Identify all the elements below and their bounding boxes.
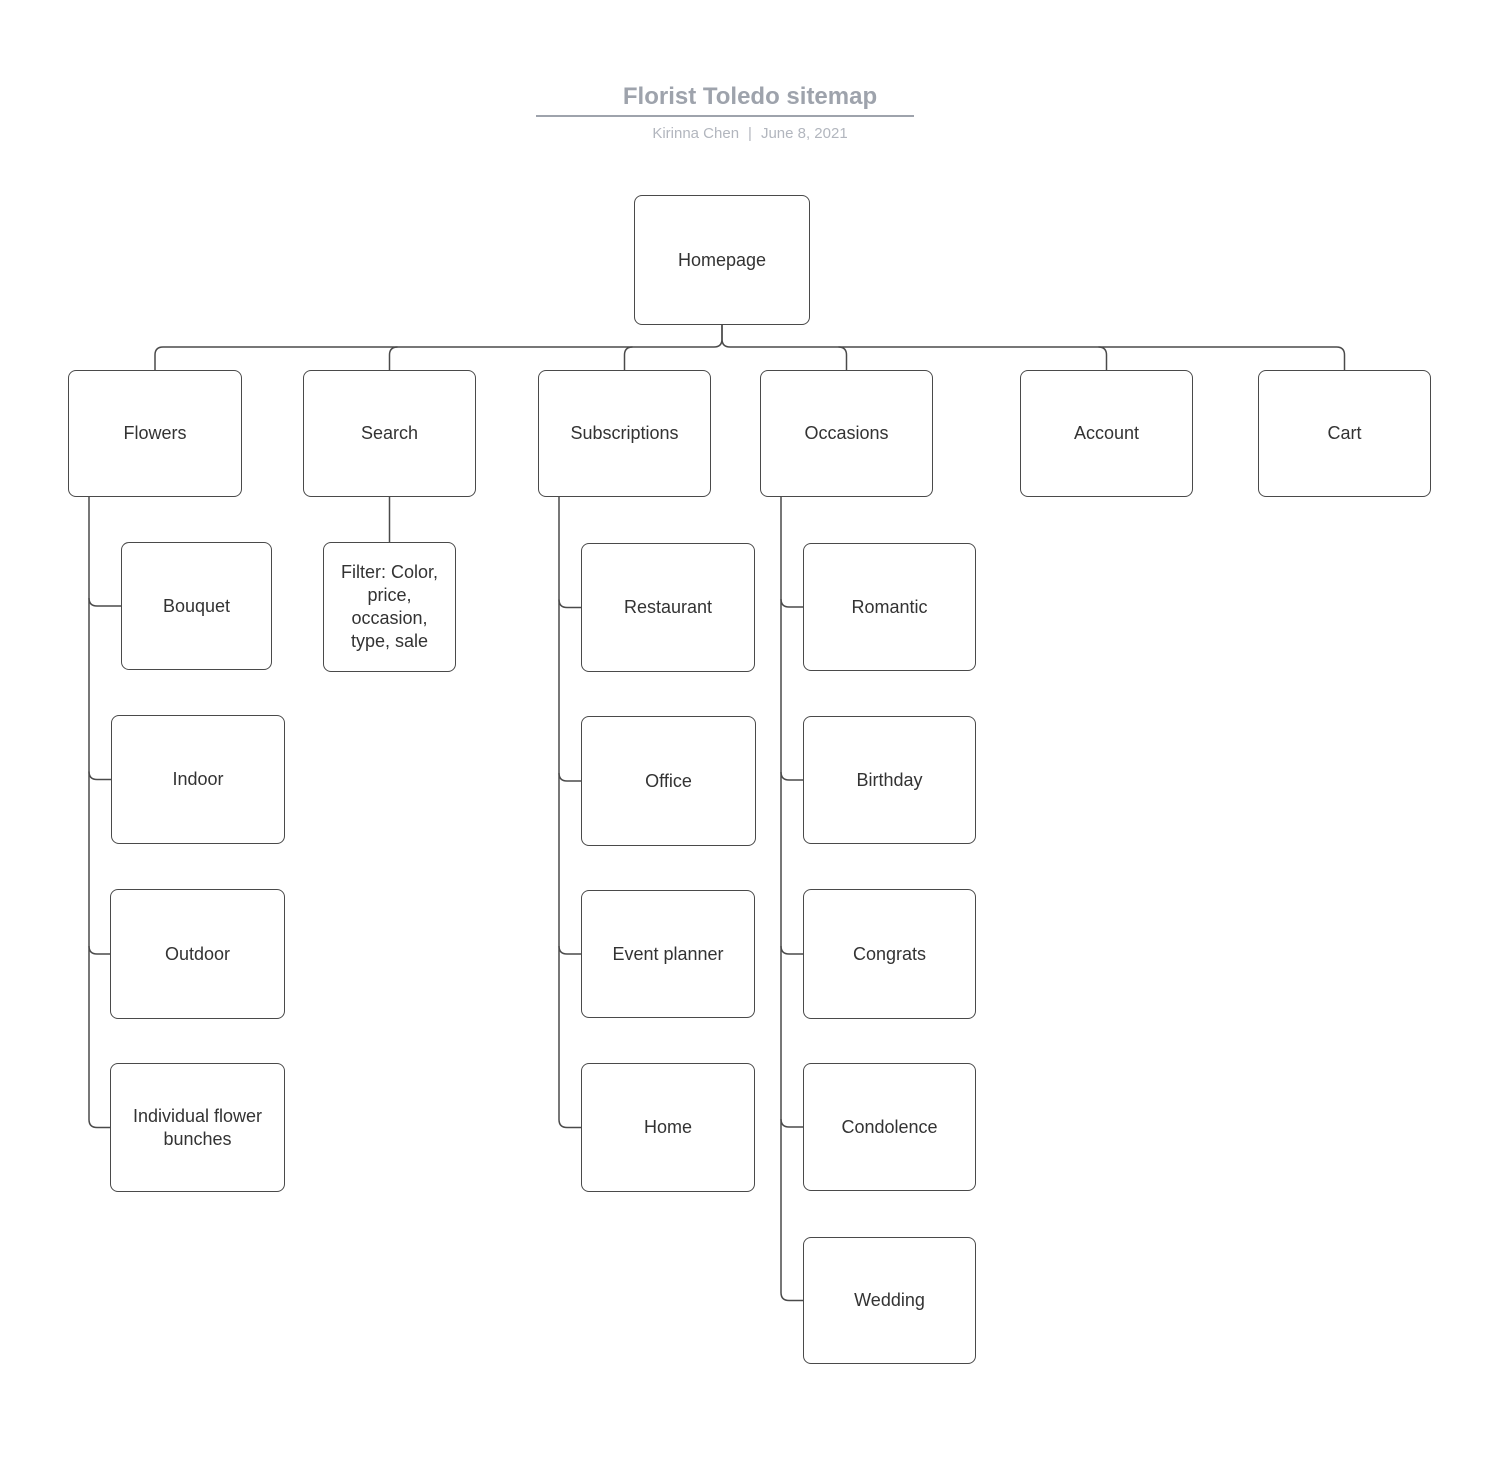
connector-path <box>838 346 848 370</box>
node-office: Office <box>581 716 756 846</box>
node-flowers: Flowers <box>68 370 242 497</box>
node-label: Indoor <box>172 769 224 789</box>
node-condolence: Condolence <box>803 1063 976 1191</box>
node-subscriptions: Subscriptions <box>538 370 711 497</box>
connector-path <box>88 497 110 1129</box>
node-label: Account <box>1073 423 1140 443</box>
connector-path <box>558 945 581 955</box>
node-congrats: Congrats <box>803 889 976 1019</box>
node-label: Bouquet <box>162 595 231 616</box>
node-label: Occasions <box>804 423 889 443</box>
connector-path <box>780 1118 803 1128</box>
connector-path <box>558 599 581 609</box>
node-label: Cart <box>1327 423 1362 443</box>
node-outdoor: Outdoor <box>110 889 285 1019</box>
connector-path <box>88 597 121 607</box>
node-label: Restaurant <box>623 597 713 617</box>
node-bouquet: Bouquet <box>121 542 272 670</box>
node-label: Birthday <box>856 769 923 790</box>
node-occasions: Occasions <box>760 370 933 497</box>
node-birthday: Birthday <box>803 716 976 844</box>
node-label: Outdoor <box>164 943 231 964</box>
subtitle: Kirinna Chen | June 8, 2021 <box>0 125 1500 143</box>
connector-path <box>558 497 581 1129</box>
node-label: Filter: Color, price, occasion, type, sa… <box>340 562 439 651</box>
node-label: Romantic <box>851 596 928 617</box>
connector-path <box>780 945 803 955</box>
node-label: Subscriptions <box>570 423 679 443</box>
node-home: Home <box>581 1063 755 1192</box>
node-label: Congrats <box>852 943 927 964</box>
node-search: Search <box>303 370 476 497</box>
connector-path <box>721 325 1346 370</box>
page-title: Florist Toledo sitemap <box>622 83 878 110</box>
subtitle-divider: | <box>748 125 752 142</box>
author-name: Kirinna Chen <box>652 125 740 142</box>
connector-path <box>780 771 803 781</box>
node-event-planner: Event planner <box>581 890 755 1018</box>
node-label: Wedding <box>854 1290 925 1310</box>
connector-path <box>154 325 723 370</box>
node-romantic: Romantic <box>803 543 976 671</box>
node-filter: Filter: Color, price, occasion, type, sa… <box>323 542 456 672</box>
connector-path <box>558 772 581 782</box>
node-label: Home <box>643 1117 692 1137</box>
connector-path <box>1098 346 1108 370</box>
node-label: Office <box>645 770 692 791</box>
node-label: Flowers <box>123 423 187 443</box>
title-underline <box>536 115 914 117</box>
node-label: Individual flower bunches <box>132 1105 263 1149</box>
node-label: Event planner <box>612 943 724 964</box>
connector-path <box>623 346 633 370</box>
node-label: Homepage <box>677 249 767 270</box>
connector-path <box>88 771 111 781</box>
connector-path <box>88 945 110 955</box>
node-label: Condolence <box>841 1116 938 1137</box>
node-restaurant: Restaurant <box>581 543 755 672</box>
connector-path <box>780 598 803 608</box>
node-indoor: Indoor <box>111 715 285 844</box>
node-homepage: Homepage <box>634 195 810 325</box>
connector-path <box>388 346 398 370</box>
date-text: June 8, 2021 <box>760 125 848 142</box>
node-wedding: Wedding <box>803 1237 976 1364</box>
node-label: Search <box>360 423 419 443</box>
node-account: Account <box>1020 370 1193 497</box>
node-individual-flower-bunches: Individual flower bunches <box>110 1063 285 1192</box>
node-cart: Cart <box>1258 370 1431 497</box>
connector-path <box>780 497 803 1302</box>
